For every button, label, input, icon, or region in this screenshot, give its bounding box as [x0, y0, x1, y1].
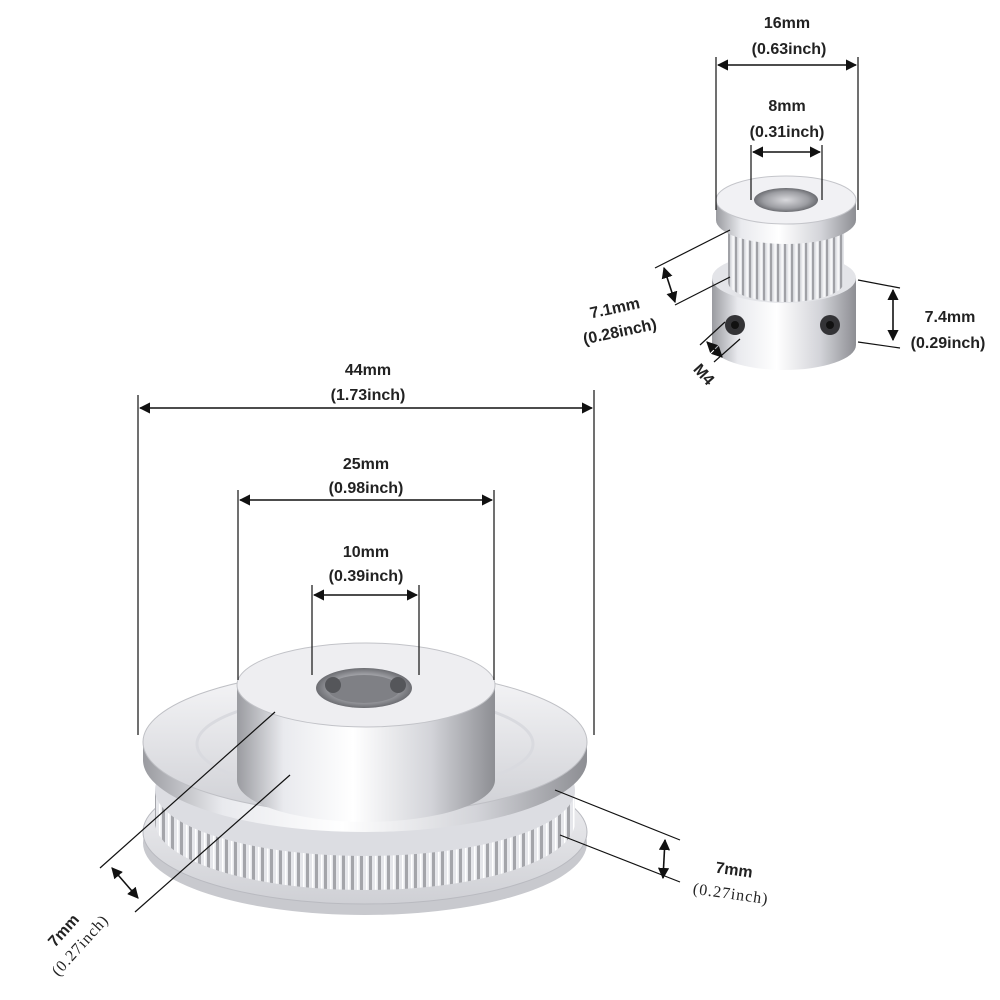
- large-right-tooth-inch: (0.27inch): [692, 881, 770, 908]
- small-hub-mm: 7.4mm: [925, 309, 976, 326]
- small-tooth-mm: 7.1mm: [588, 295, 641, 322]
- small-outer-mm: 16mm: [764, 15, 810, 32]
- large-left-tooth-dim-line: [111, 867, 139, 899]
- small-bore-inch: (0.31inch): [750, 124, 825, 141]
- small-teeth: [728, 222, 844, 302]
- large-outer-mm: 44mm: [345, 362, 391, 379]
- small-tooth-dim-line: [661, 266, 678, 304]
- large-hub-inch: (0.98inch): [329, 480, 404, 497]
- large-dimensions: 44mm (1.73inch) 25mm (0.98inch) 10mm (0.…: [45, 362, 770, 980]
- small-dimensions: 16mm (0.63inch) 8mm (0.31inch) 7.1mm (0.…: [582, 15, 986, 389]
- large-pulley: [142, 642, 588, 915]
- small-hub: [712, 278, 856, 370]
- large-right-tooth-dim-line: [657, 838, 671, 880]
- large-hub-mm: 25mm: [343, 456, 389, 473]
- large-bore-mm: 10mm: [343, 544, 389, 561]
- large-outer-inch: (1.73inch): [331, 387, 406, 404]
- set-screw-dim-line: [706, 341, 723, 358]
- small-bore-mm: 8mm: [768, 98, 805, 115]
- small-pulley: [712, 175, 857, 370]
- small-bore: [754, 188, 818, 212]
- small-outer-inch: (0.63inch): [752, 41, 827, 58]
- set-screw-label: M4: [690, 361, 718, 389]
- small-hub-inch: (0.29inch): [911, 335, 986, 352]
- large-right-tooth-mm: 7mm: [714, 860, 753, 882]
- large-bore-inch: (0.39inch): [329, 568, 404, 585]
